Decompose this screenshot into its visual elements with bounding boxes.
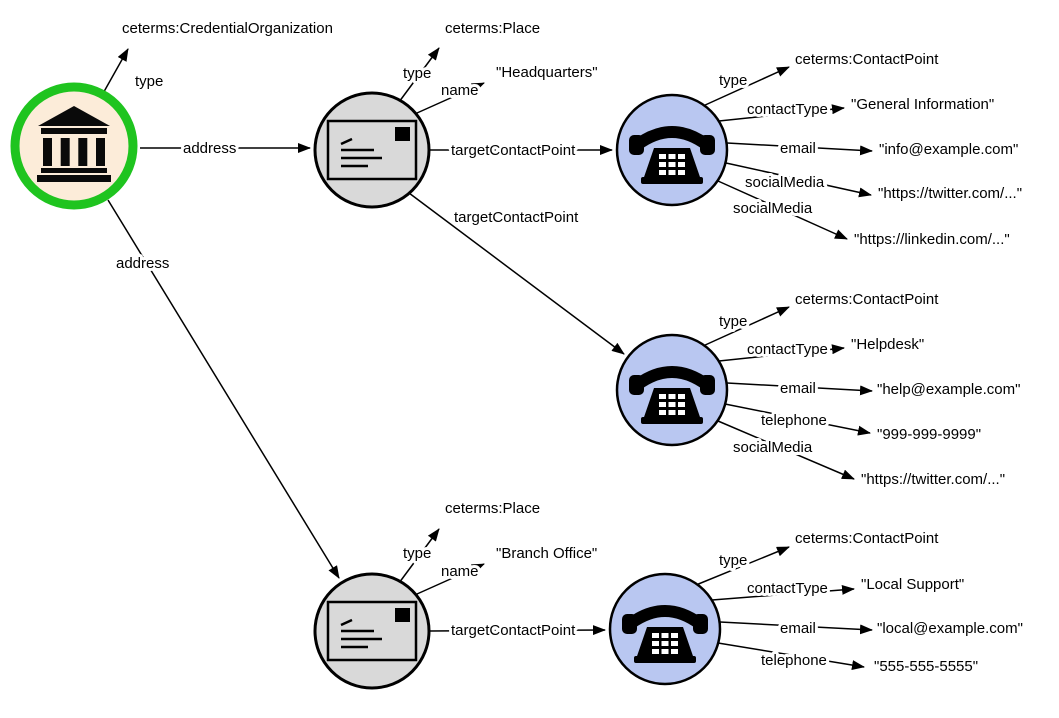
contact2-contacttype-label: contactType bbox=[747, 341, 828, 358]
contact2-contacttype-value: "Helpdesk" bbox=[851, 336, 924, 353]
edge-place1-name bbox=[416, 82, 485, 114]
edge-contact1-socialmedia1 bbox=[725, 162, 872, 198]
org-type-value: ceterms:CredentialOrganization bbox=[122, 20, 333, 37]
edge-contact1-socialmedia2 bbox=[717, 180, 848, 240]
contact3-telephone-value: "555-555-5555" bbox=[874, 658, 978, 675]
contact3-type-label: type bbox=[719, 552, 747, 569]
place1-targetcontactpoint2-label: targetContactPoint bbox=[454, 209, 579, 226]
credential-organization-node bbox=[10, 82, 138, 210]
edge-contact3-type bbox=[695, 546, 790, 586]
edge-contact2-email bbox=[726, 382, 873, 396]
place1-type-value: ceterms:Place bbox=[445, 20, 540, 37]
contact1-socialmedia1-label: socialMedia bbox=[745, 174, 825, 191]
edge-place2-type bbox=[398, 528, 440, 584]
edge-contact1-contacttype bbox=[718, 104, 845, 122]
contact2-socialmedia-value: "https://twitter.com/..." bbox=[861, 471, 1005, 488]
contact1-type-value: ceterms:ContactPoint bbox=[795, 51, 939, 68]
contact3-contacttype-value: "Local Support" bbox=[861, 576, 964, 593]
contact2-type-label: type bbox=[719, 313, 747, 330]
edge-contact2-socialmedia bbox=[717, 420, 855, 480]
edge-contact1-email bbox=[726, 142, 873, 156]
contact3-telephone-label: telephone bbox=[761, 652, 827, 669]
org-address1-label: address bbox=[183, 140, 236, 157]
contact3-type-value: ceterms:ContactPoint bbox=[795, 530, 939, 547]
place2-targetcontactpoint-label: targetContactPoint bbox=[451, 622, 576, 639]
edge-org-type bbox=[100, 48, 129, 98]
edge-org-address2 bbox=[107, 199, 340, 579]
contact3-email-label: email bbox=[780, 620, 816, 637]
edge-contact3-telephone bbox=[717, 642, 865, 670]
contact3-email-value: "local@example.com" bbox=[877, 620, 1023, 637]
labels: type ceterms:CredentialOrganization addr… bbox=[113, 20, 1023, 675]
edge-place1-type bbox=[398, 47, 440, 103]
contact2-email-value: "help@example.com" bbox=[877, 381, 1020, 398]
place2-name-value: "Branch Office" bbox=[496, 545, 597, 562]
edge-contact3-contacttype bbox=[711, 584, 855, 601]
edge-place2-name bbox=[416, 563, 485, 595]
contact1-contacttype-label: contactType bbox=[747, 101, 828, 118]
contact2-type-value: ceterms:ContactPoint bbox=[795, 291, 939, 308]
contact2-telephone-label: telephone bbox=[761, 412, 827, 429]
edges bbox=[100, 47, 873, 670]
nodes bbox=[10, 82, 729, 690]
contact1-contacttype-value: "General Information" bbox=[851, 96, 994, 113]
place1-targetcontactpoint1-label: targetContactPoint bbox=[451, 142, 576, 159]
org-address2-label: address bbox=[116, 255, 169, 272]
contact1-type-label: type bbox=[719, 72, 747, 89]
edge-contact1-type bbox=[702, 66, 790, 107]
edge-contact2-contacttype bbox=[718, 344, 845, 362]
edge-place2-targetcontactpoint bbox=[429, 625, 606, 636]
contact1-socialmedia2-value: "https://linkedin.com/..." bbox=[854, 231, 1010, 248]
edge-contact2-telephone bbox=[724, 403, 871, 436]
contact1-email-value: "info@example.com" bbox=[879, 141, 1018, 158]
place2-name-label: name bbox=[441, 563, 479, 580]
contact3-contacttype-label: contactType bbox=[747, 580, 828, 597]
place1-name-label: name bbox=[441, 82, 479, 99]
contact2-socialmedia-label: socialMedia bbox=[733, 439, 813, 456]
edge-contact3-email bbox=[719, 621, 873, 635]
edge-contact2-type bbox=[702, 306, 790, 347]
contact2-telephone-value: "999-999-9999" bbox=[877, 426, 981, 443]
org-type-label: type bbox=[135, 73, 163, 90]
contact1-socialmedia2-label: socialMedia bbox=[733, 200, 813, 217]
place2-type-label: type bbox=[403, 545, 431, 562]
edge-place1-targetcontactpoint2 bbox=[408, 192, 625, 355]
contact1-email-label: email bbox=[780, 140, 816, 157]
place1-type-label: type bbox=[403, 65, 431, 82]
contact2-email-label: email bbox=[780, 380, 816, 397]
place2-type-value: ceterms:Place bbox=[445, 500, 540, 517]
contact1-socialmedia1-value: "https://twitter.com/..." bbox=[878, 185, 1022, 202]
place1-name-value: "Headquarters" bbox=[496, 64, 598, 81]
